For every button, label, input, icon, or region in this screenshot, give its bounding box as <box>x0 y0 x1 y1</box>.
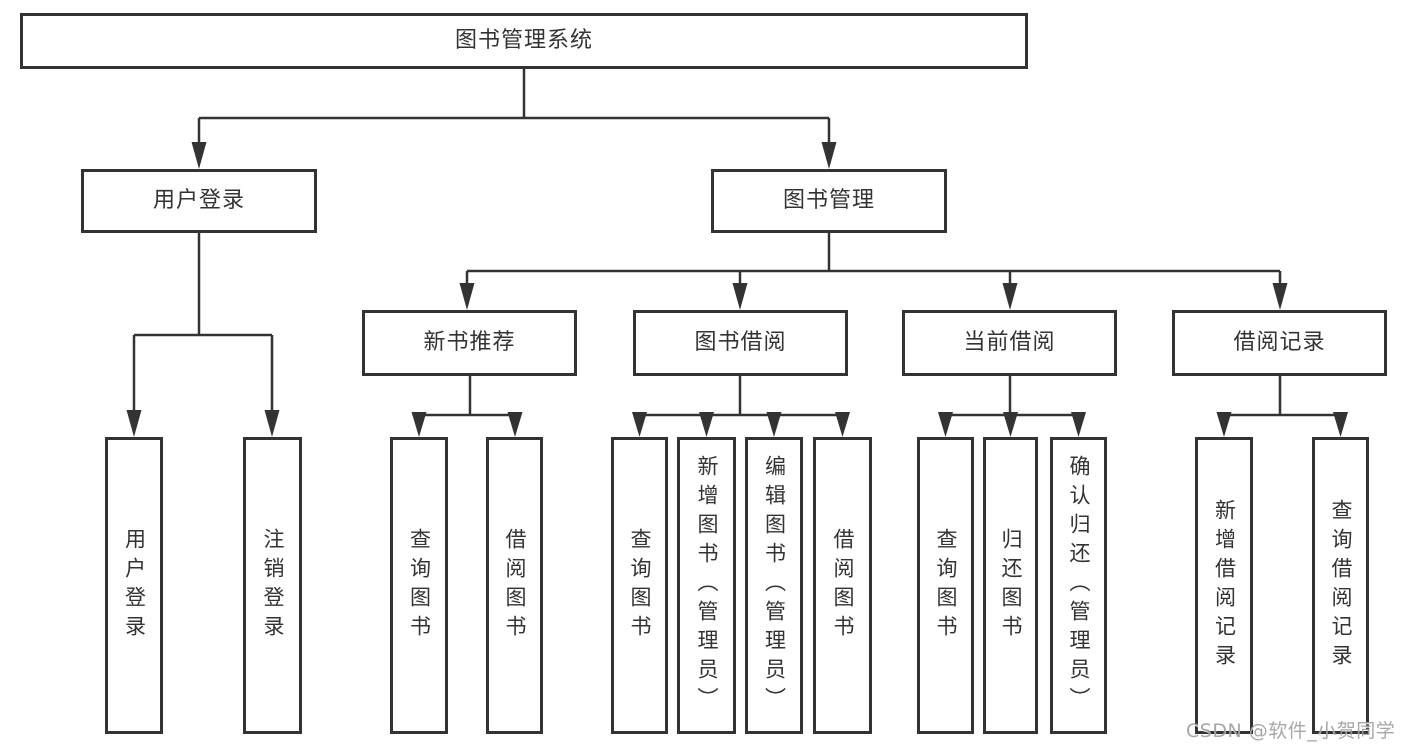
node-label: 编辑图书（管理员） <box>762 455 787 716</box>
leaf-logout: 注销登录 <box>243 437 302 734</box>
node-label: 图书管理 <box>782 187 875 213</box>
node-label: 注销登录 <box>261 527 286 644</box>
arrow-down-icon <box>1071 412 1086 437</box>
arrow-down-icon <box>1003 412 1018 437</box>
node-label: 图书管理系统 <box>454 27 593 53</box>
arrow-down-icon <box>411 412 427 437</box>
node-label: 新书推荐 <box>423 329 516 355</box>
node-label: 查询图书 <box>407 527 432 644</box>
arrow-down-icon <box>766 412 782 437</box>
leaf-confirm-return-admin: 确认归还（管理员） <box>1050 437 1107 734</box>
node-label: 当前借阅 <box>963 329 1056 355</box>
arrow-down-icon <box>835 412 850 437</box>
node-label: 图书借阅 <box>694 329 787 355</box>
leaf-borrow-book-2: 借阅图书 <box>813 437 872 734</box>
arrow-down-icon <box>1216 412 1232 437</box>
arrow-down-icon <box>1002 283 1018 310</box>
node-label: 用户登录 <box>122 527 147 644</box>
arrow-down-icon <box>264 410 280 437</box>
arrow-down-icon <box>821 142 837 169</box>
arrow-down-icon <box>632 412 647 437</box>
leaf-query-book-2: 查询图书 <box>611 437 668 734</box>
leaf-borrow-book-1: 借阅图书 <box>486 437 543 734</box>
leaf-user-login: 用户登录 <box>105 437 163 734</box>
arrow-down-icon <box>1333 412 1348 437</box>
node-new-book-recommend: 新书推荐 <box>362 310 577 376</box>
node-label: 新增图书（管理员） <box>695 455 720 716</box>
arrow-down-icon <box>732 283 748 310</box>
leaf-add-book-admin: 新增图书（管理员） <box>677 437 736 734</box>
node-label: 借阅图书 <box>831 527 856 644</box>
leaf-query-borrow-record: 查询借阅记录 <box>1312 437 1369 734</box>
node-label: 新增借阅记录 <box>1212 498 1237 673</box>
leaf-edit-book-admin: 编辑图书（管理员） <box>745 437 803 734</box>
arrow-down-icon <box>938 412 953 437</box>
leaf-add-borrow-record: 新增借阅记录 <box>1195 437 1253 734</box>
node-user-login: 用户登录 <box>81 169 317 233</box>
node-label: 查询图书 <box>628 527 653 644</box>
node-label: 查询借阅记录 <box>1329 498 1354 673</box>
node-label: 确认归还（管理员） <box>1067 455 1092 716</box>
node-label: 用户登录 <box>152 187 245 213</box>
leaf-query-book-3: 查询图书 <box>917 437 974 734</box>
node-label: 归还图书 <box>999 527 1024 644</box>
node-current-borrow: 当前借阅 <box>902 310 1117 376</box>
node-label: 借阅图书 <box>503 527 528 644</box>
arrow-down-icon <box>191 142 207 169</box>
node-book-management: 图书管理 <box>711 169 947 233</box>
arrow-down-icon <box>699 412 714 437</box>
node-book-borrow: 图书借阅 <box>633 310 848 376</box>
node-root: 图书管理系统 <box>20 13 1028 69</box>
node-label: 借阅记录 <box>1233 329 1326 355</box>
arrow-down-icon <box>1272 283 1288 310</box>
csdn-watermark: CSDN @软件_小贺同学 <box>1186 720 1396 742</box>
arrow-down-icon <box>507 412 523 437</box>
leaf-return-book: 归还图书 <box>983 437 1038 734</box>
node-borrow-record: 借阅记录 <box>1172 310 1387 376</box>
arrow-down-icon <box>126 410 142 437</box>
leaf-query-book-1: 查询图书 <box>390 437 448 734</box>
arrow-down-icon <box>459 283 475 310</box>
node-label: 查询图书 <box>934 527 959 644</box>
